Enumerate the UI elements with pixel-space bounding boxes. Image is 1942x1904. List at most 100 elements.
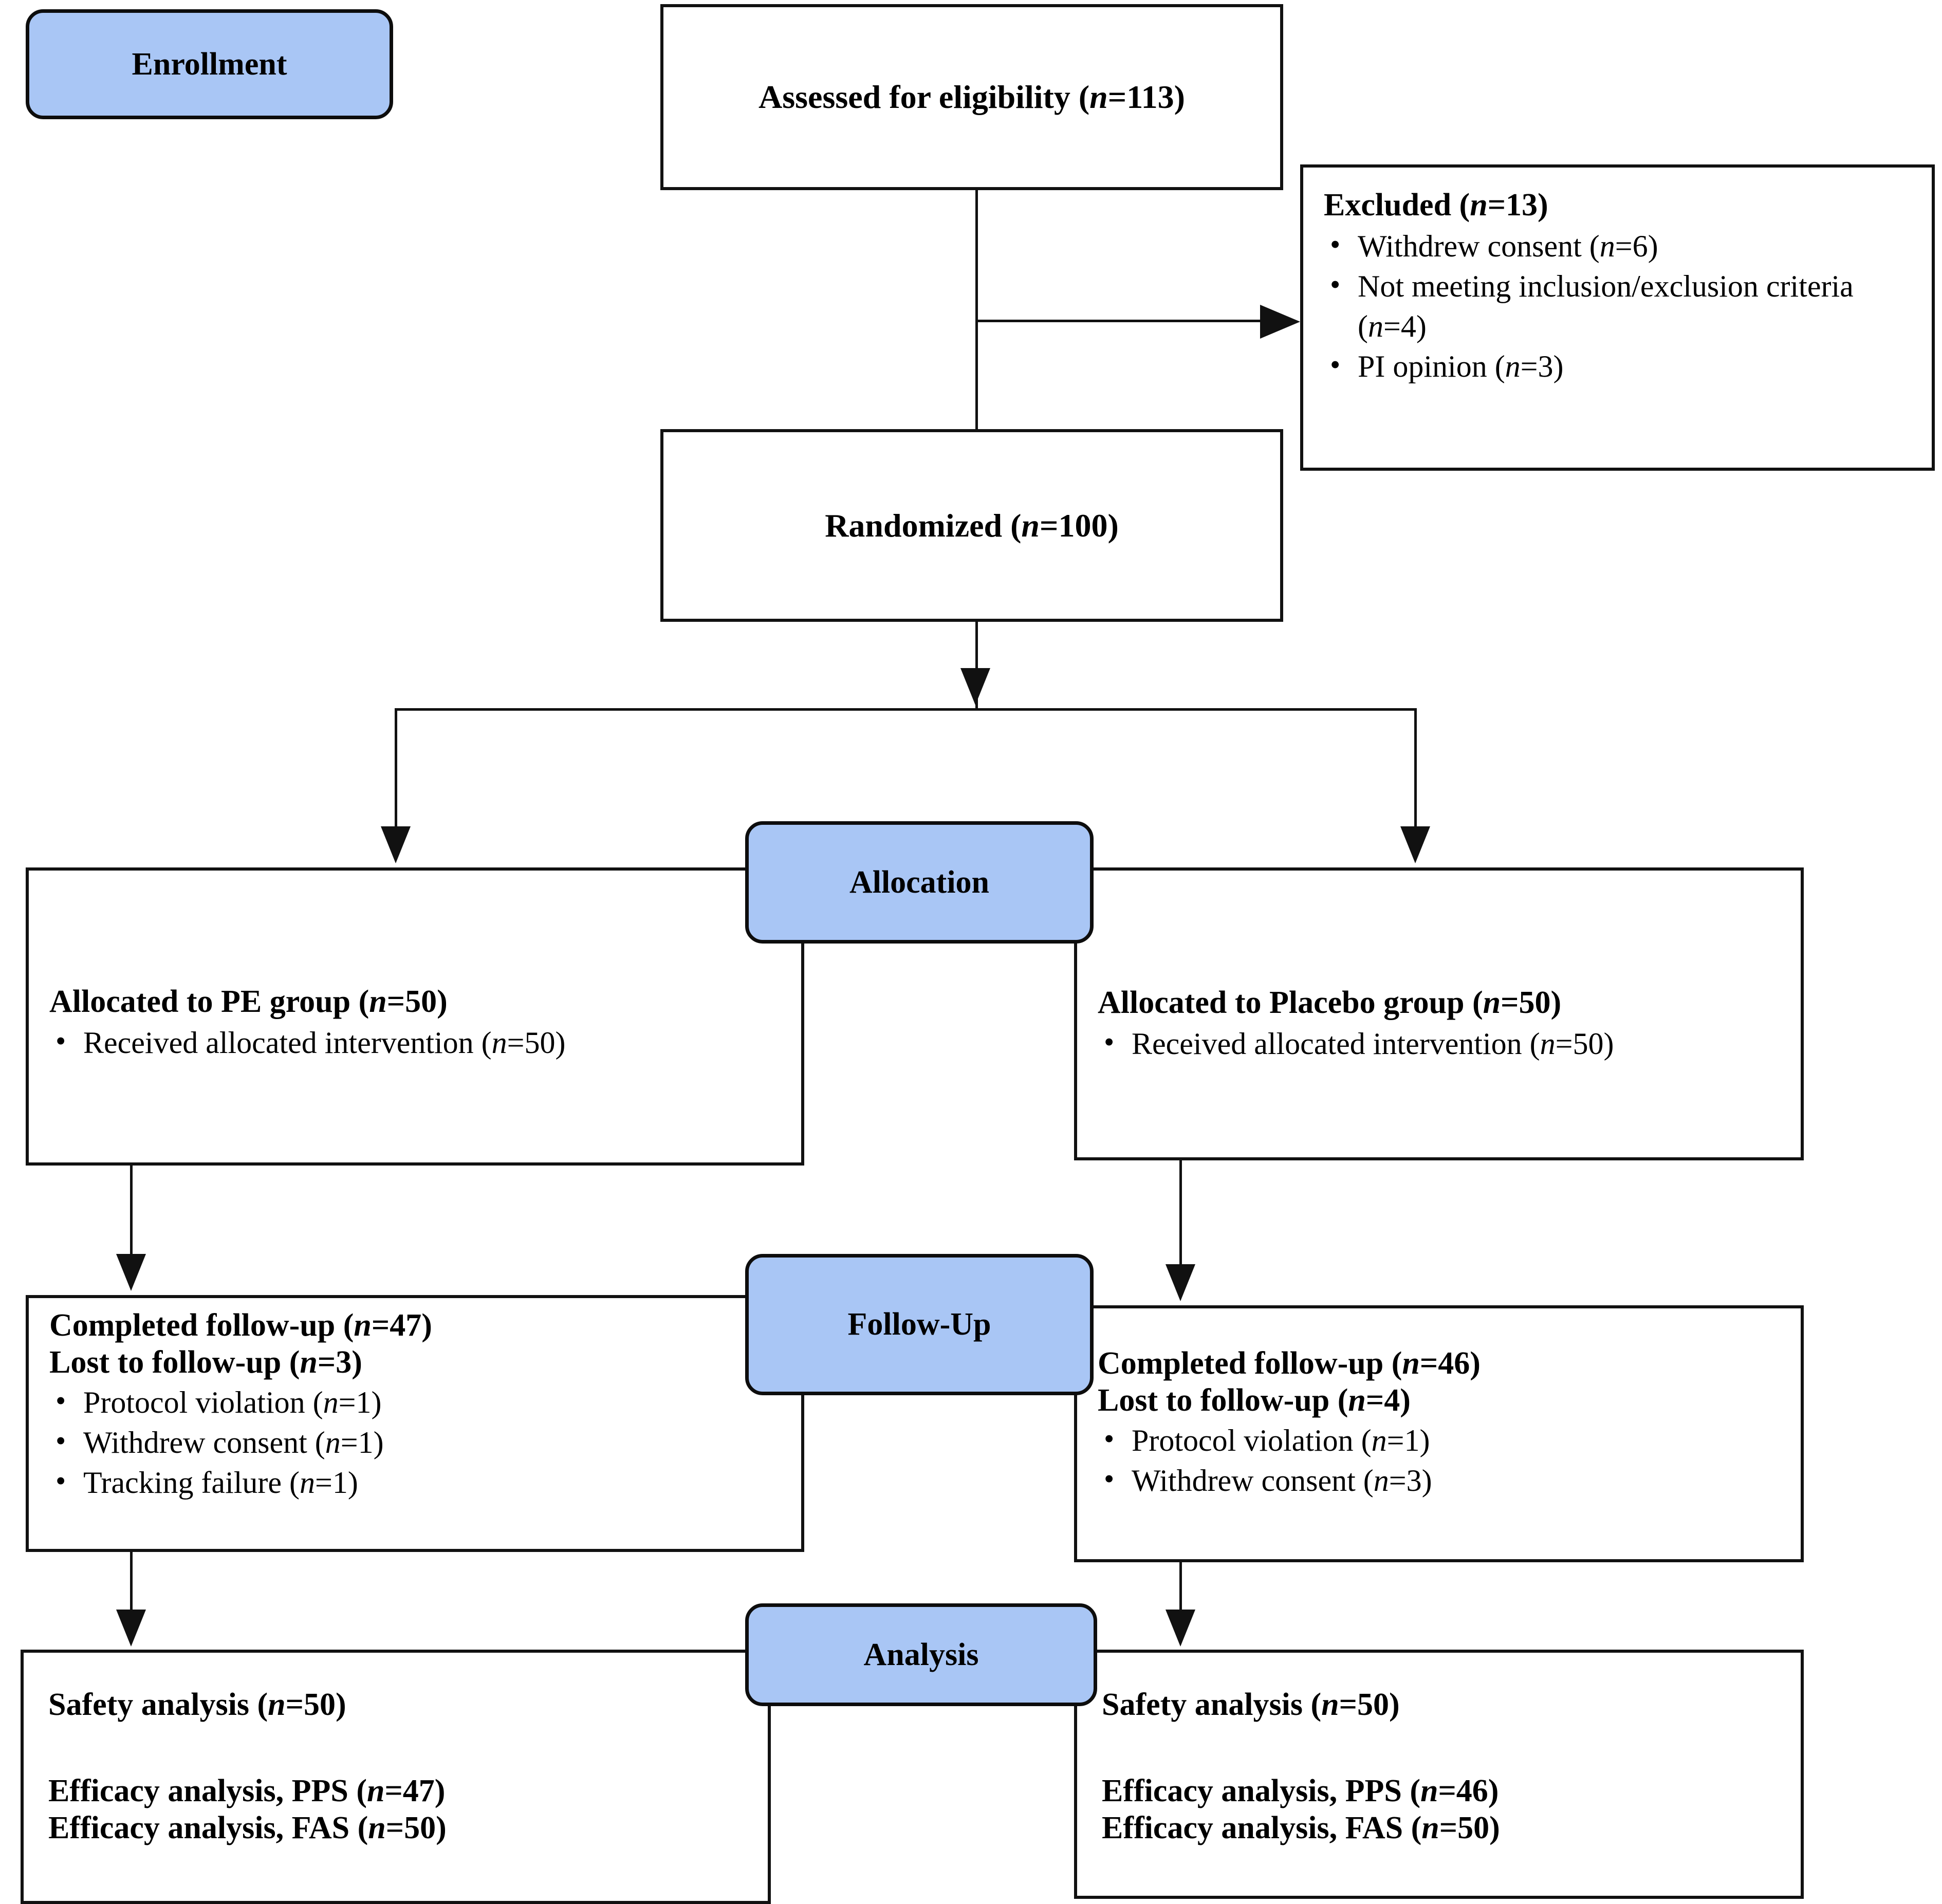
connector-split-right <box>1414 708 1417 831</box>
followup-left-item-text: Tracking failure ( <box>83 1465 300 1500</box>
box-excluded: Excluded (n=13) Withdrew consent (n=6) N… <box>1300 164 1935 471</box>
analysis-right-fas-n: n <box>1421 1810 1439 1845</box>
analysis-left-fas-value: =50) <box>385 1810 447 1845</box>
excluded-reason-text: Not meeting inclusion/exclusion criteria… <box>1358 269 1854 343</box>
followup-right-completed-value: =46) <box>1419 1346 1481 1381</box>
stage-badge-followup: Follow-Up <box>745 1254 1094 1395</box>
followup-right-item-n: n <box>1373 1463 1389 1498</box>
list-item: Received allocated intervention (n=50) <box>49 1022 781 1063</box>
followup-left-item-n: n <box>325 1425 341 1459</box>
followup-right-list: Protocol violation (n=1) Withdrew consen… <box>1098 1419 1780 1501</box>
analysis-left-safety-label: Safety analysis ( <box>48 1687 268 1722</box>
followup-right-item-value: =3) <box>1389 1463 1432 1498</box>
allocation-left-heading-label: Allocated to PE group ( <box>49 984 369 1019</box>
followup-left-completed: Completed follow-up (n=47) <box>49 1307 781 1344</box>
analysis-left-pps: Efficacy analysis, PPS (n=47) <box>48 1773 743 1810</box>
analysis-left-spacer <box>48 1724 743 1773</box>
arrowhead-to-excluded <box>1260 305 1300 339</box>
arrowhead-analysis-right <box>1166 1610 1195 1647</box>
connector-fu-left-to-analysis-left <box>130 1552 133 1615</box>
allocation-right-heading: Allocated to Placebo group (n=50) <box>1098 985 1780 1022</box>
followup-right-lost: Lost to follow-up (n=4) <box>1098 1382 1780 1419</box>
box-analysis-placebo-group: Safety analysis (n=50) Efficacy analysis… <box>1074 1650 1804 1899</box>
connector-to-excluded <box>975 320 1273 322</box>
box-randomized: Randomized (n=100) <box>660 429 1283 622</box>
connector-alloc-right-to-fu-right <box>1179 1160 1182 1264</box>
allocation-left-heading-n: n <box>369 984 387 1019</box>
arrowhead-fu-right <box>1166 1264 1195 1301</box>
analysis-left-safety: Safety analysis (n=50) <box>48 1687 743 1724</box>
box-allocation-pe-group: Allocated to PE group (n=50) Received al… <box>26 867 804 1166</box>
assessed-n-value: =113) <box>1107 79 1185 115</box>
followup-right-item-value: =1) <box>1386 1423 1430 1457</box>
followup-right-lost-value: =4) <box>1365 1382 1411 1418</box>
excluded-heading-value: =13) <box>1487 188 1548 223</box>
followup-left-item-n: n <box>300 1465 315 1500</box>
allocation-right-item-n: n <box>1540 1026 1556 1061</box>
excluded-reason-n: n <box>1367 309 1383 343</box>
list-item: Withdrew consent (n=6) <box>1324 225 1911 266</box>
analysis-right-fas-value: =50) <box>1439 1810 1500 1845</box>
connector-split-left <box>395 708 397 831</box>
excluded-reason-n: n <box>1599 229 1615 263</box>
stage-badge-enrollment: Enrollment <box>26 9 393 119</box>
allocation-left-item-n: n <box>491 1025 507 1060</box>
followup-left-item-value: =1) <box>340 1425 384 1459</box>
connector-eligibility-to-randomized <box>975 189 978 431</box>
followup-right-lost-label: Lost to follow-up ( <box>1098 1382 1348 1418</box>
assessed-for-eligibility-text: Assessed for eligibility (n=113) <box>759 78 1185 116</box>
allocation-left-heading-value: =50) <box>386 984 448 1019</box>
stage-badge-analysis: Analysis <box>745 1603 1097 1706</box>
randomized-label: Randomized ( <box>825 507 1022 544</box>
followup-left-lost-n: n <box>300 1344 318 1380</box>
allocation-left-list: Received allocated intervention (n=50) <box>49 1022 781 1063</box>
excluded-reason-value: =3) <box>1520 349 1564 383</box>
analysis-right-spacer <box>1102 1724 1776 1773</box>
arrowhead-fu-left <box>116 1254 146 1291</box>
analysis-right-pps-n: n <box>1420 1773 1438 1808</box>
box-followup-pe-group: Completed follow-up (n=47) Lost to follo… <box>26 1295 804 1552</box>
list-item: PI opinion (n=3) <box>1324 345 1911 386</box>
box-assessed-for-eligibility: Assessed for eligibility (n=113) <box>660 4 1283 190</box>
stage-badge-followup-label: Follow-Up <box>847 1307 991 1342</box>
connector-fu-right-to-analysis-right <box>1179 1562 1182 1615</box>
analysis-left-safety-n: n <box>268 1687 286 1722</box>
connector-randomized-down <box>975 622 978 708</box>
followup-left-completed-n: n <box>354 1308 372 1343</box>
analysis-right-fas-label: Efficacy analysis, FAS ( <box>1102 1810 1422 1845</box>
box-analysis-pe-group: Safety analysis (n=50) Efficacy analysis… <box>21 1650 771 1904</box>
followup-right-item-text: Protocol violation ( <box>1132 1423 1372 1457</box>
excluded-heading-n: n <box>1470 188 1488 223</box>
followup-left-item-value: =1) <box>315 1465 358 1500</box>
box-allocation-placebo-group: Allocated to Placebo group (n=50) Receiv… <box>1074 867 1804 1160</box>
allocation-right-item-text: Received allocated intervention ( <box>1132 1026 1540 1061</box>
excluded-heading: Excluded (n=13) <box>1324 187 1911 224</box>
followup-left-completed-value: =47) <box>371 1308 432 1343</box>
arrowhead-randomized-down <box>960 668 990 705</box>
analysis-right-pps-label: Efficacy analysis, PPS ( <box>1102 1773 1420 1808</box>
allocation-right-item-value: =50) <box>1555 1026 1614 1061</box>
allocation-left-item-value: =50) <box>507 1025 566 1060</box>
analysis-left-safety-value: =50) <box>285 1687 346 1722</box>
followup-left-completed-label: Completed follow-up ( <box>49 1308 354 1343</box>
excluded-reason-list: Withdrew consent (n=6) Not meeting inclu… <box>1324 225 1911 386</box>
analysis-right-safety: Safety analysis (n=50) <box>1102 1687 1776 1724</box>
followup-left-lost-value: =3) <box>317 1344 362 1380</box>
analysis-right-fas: Efficacy analysis, FAS (n=50) <box>1102 1810 1776 1847</box>
excluded-reason-text: Withdrew consent ( <box>1358 229 1600 263</box>
connector-alloc-left-to-fu-left <box>130 1166 133 1259</box>
analysis-right-safety-n: n <box>1321 1687 1339 1722</box>
followup-right-lost-n: n <box>1348 1382 1366 1418</box>
excluded-reason-text: PI opinion ( <box>1358 349 1505 383</box>
followup-left-item-value: =1) <box>338 1385 382 1419</box>
list-item: Protocol violation (n=1) <box>49 1381 781 1422</box>
followup-right-item-n: n <box>1371 1423 1387 1457</box>
list-item: Tracking failure (n=1) <box>49 1462 781 1503</box>
list-item: Received allocated intervention (n=50) <box>1098 1023 1780 1064</box>
analysis-right-safety-label: Safety analysis ( <box>1102 1687 1322 1722</box>
allocation-right-heading-value: =50) <box>1501 985 1562 1020</box>
followup-right-completed-label: Completed follow-up ( <box>1098 1346 1402 1381</box>
allocation-left-heading: Allocated to PE group (n=50) <box>49 984 781 1021</box>
analysis-right-pps: Efficacy analysis, PPS (n=46) <box>1102 1773 1776 1810</box>
list-item: Withdrew consent (n=1) <box>49 1421 781 1463</box>
